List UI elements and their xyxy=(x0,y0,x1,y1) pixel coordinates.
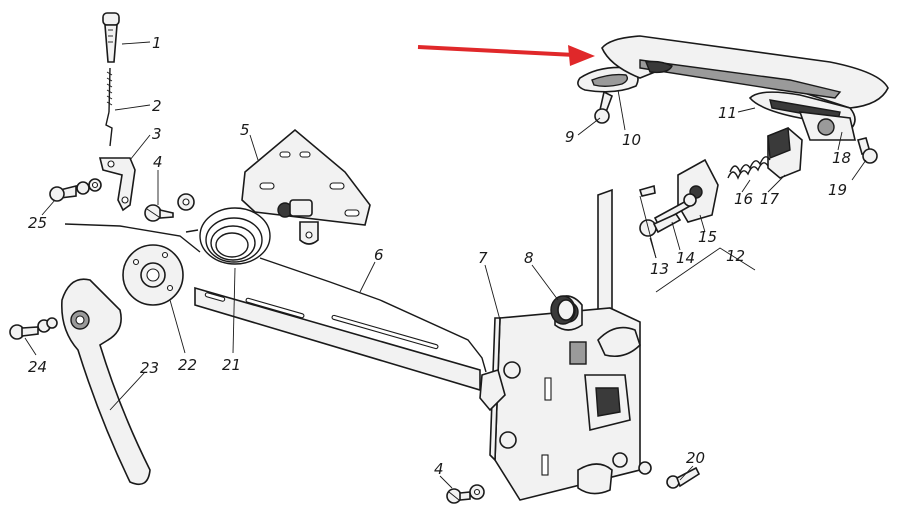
callout-22: 22 xyxy=(178,356,197,374)
part-4-screw-lower xyxy=(446,484,485,504)
part-22-rosette-plate xyxy=(122,244,184,306)
callout-4-upper: 4 xyxy=(153,153,163,171)
part-10-gasket xyxy=(577,66,639,93)
callout-15: 15 xyxy=(698,228,717,246)
callout-3: 3 xyxy=(152,125,162,143)
red-arrow-indicator xyxy=(417,45,595,66)
connector-rod-left xyxy=(64,223,201,253)
callout-2: 2 xyxy=(152,97,162,115)
callout-14: 14 xyxy=(676,249,695,267)
part-9-screw xyxy=(594,90,614,124)
callout-1: 1 xyxy=(152,34,162,52)
part-25-screw-washers xyxy=(49,178,102,202)
callout-25: 25 xyxy=(28,214,47,232)
callout-labels: 1 2 3 4 5 6 7 8 9 10 11 12 13 14 15 16 1… xyxy=(28,34,851,478)
part-3-bracket xyxy=(98,157,136,212)
callout-9: 9 xyxy=(565,128,575,146)
part-23-interior-handle xyxy=(61,278,151,486)
part-19-screw xyxy=(857,137,878,164)
callout-23: 23 xyxy=(140,359,159,377)
callout-12: 12 xyxy=(726,247,745,265)
part-2-threaded-rod xyxy=(105,67,113,147)
callout-11: 11 xyxy=(718,104,737,122)
callout-6: 6 xyxy=(374,246,384,264)
leader-lines xyxy=(24,41,867,489)
callout-5: 5 xyxy=(240,121,250,139)
part-4-screw-upper xyxy=(144,193,195,222)
callout-4-lower: 4 xyxy=(434,460,444,478)
callout-16: 16 xyxy=(734,190,753,208)
callout-24: 24 xyxy=(28,358,47,376)
part-8-roller xyxy=(550,295,576,325)
part-24-screw-washers xyxy=(9,317,58,340)
part-15-plate xyxy=(677,158,719,223)
callout-13: 13 xyxy=(650,260,669,278)
part-17-block xyxy=(767,127,803,179)
callout-20: 20 xyxy=(686,449,705,467)
callout-8: 8 xyxy=(524,249,534,267)
part-18-housing xyxy=(798,111,857,141)
callout-10: 10 xyxy=(622,131,641,149)
callout-18: 18 xyxy=(832,149,851,167)
part-20-screw xyxy=(638,461,701,489)
part-1-lock-knob xyxy=(102,12,120,63)
part-7-lock-body xyxy=(479,188,641,501)
part-5-mounting-plate xyxy=(241,128,371,245)
part-6-wire-rod xyxy=(259,257,487,373)
part-16-spring xyxy=(727,156,771,180)
slotted-link-bar xyxy=(194,286,481,392)
callout-17: 17 xyxy=(760,190,780,208)
callout-19: 19 xyxy=(828,181,847,199)
callout-21: 21 xyxy=(222,356,241,374)
callout-7: 7 xyxy=(478,249,488,267)
exterior-door-handle xyxy=(601,35,889,109)
part-21-coil-spring xyxy=(185,207,271,265)
